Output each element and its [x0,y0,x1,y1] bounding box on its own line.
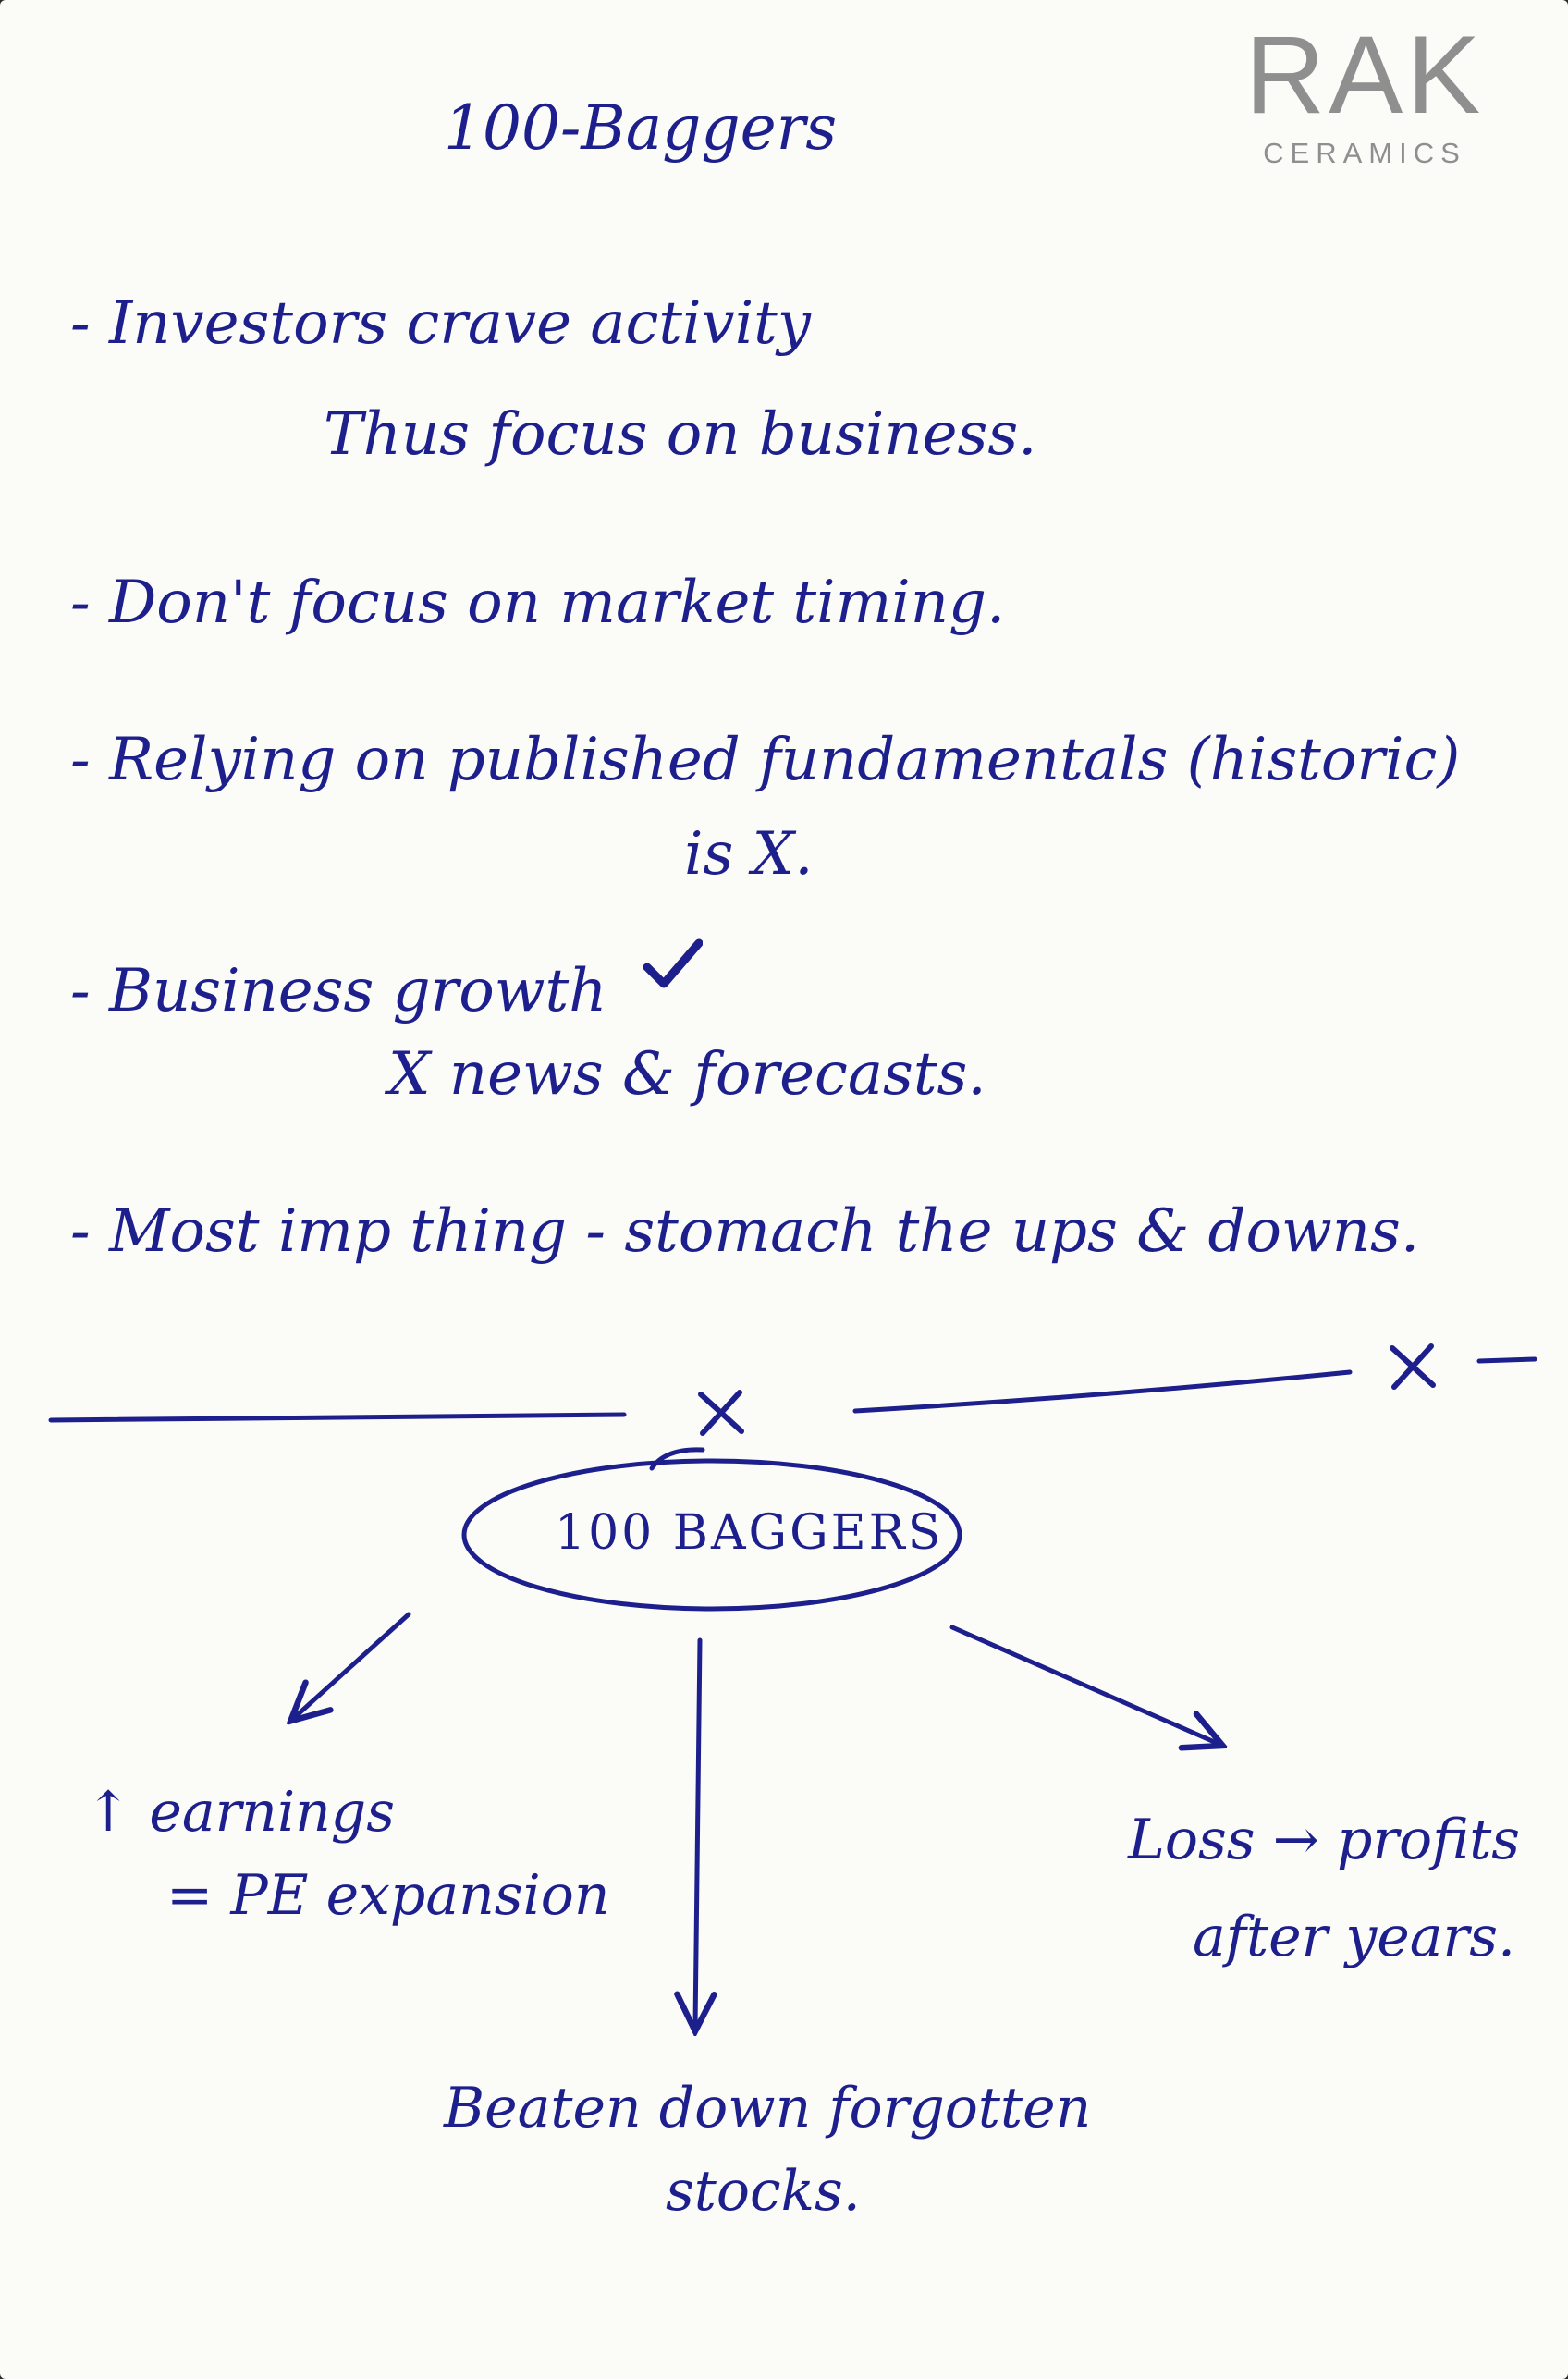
logo-main-text: RAK [1244,13,1485,137]
bullet-4-line-1: - Business growth [70,957,607,1025]
separator-line-tail [1476,1356,1537,1364]
separator-line-right [852,1369,1353,1414]
bullet-5-line-1: - Most imp thing - stomach the ups & dow… [70,1197,1420,1266]
bullet-3-line-1: - Relying on published fundamentals (his… [70,726,1461,794]
center-node-label: 100 BAGGERS [555,1505,944,1561]
checkmark-icon [643,938,703,988]
separator-cross-center [698,1390,744,1436]
bullet-1-line-1: - Investors crave activity [70,289,812,358]
bullet-1-line-2: Thus focus on business. [324,400,1037,469]
arrow-left [294,1612,411,1718]
center-oval [461,1458,962,1612]
rak-ceramics-logo: RAK CERAMICS [1235,17,1494,170]
bullet-4-line-2: X news & forecasts. [388,1040,986,1109]
bullet-2-line-1: - Don't focus on market timing. [70,569,1006,637]
page-title: 100-Baggers [444,92,838,164]
branch-right-line-1: Loss → profits [1128,1808,1521,1872]
branch-bottom-line-1: Beaten down forgotten [444,2076,1092,2140]
oval-tail-stroke [649,1447,705,1471]
separator-cross-right [1390,1343,1436,1390]
separator-line-left [48,1412,627,1423]
branch-left-line-1: ↑ earnings [85,1780,395,1845]
logo-sub-text: CERAMICS [1263,137,1466,169]
branch-right-line-2: after years. [1193,1905,1516,1969]
branch-bottom-line-2: stocks. [666,2159,861,2224]
arrow-right [949,1625,1219,1744]
branch-left-line-2: = PE expansion [166,1863,610,1928]
bullet-3-line-2: is X. [684,820,814,889]
arrow-down [695,1637,700,2027]
